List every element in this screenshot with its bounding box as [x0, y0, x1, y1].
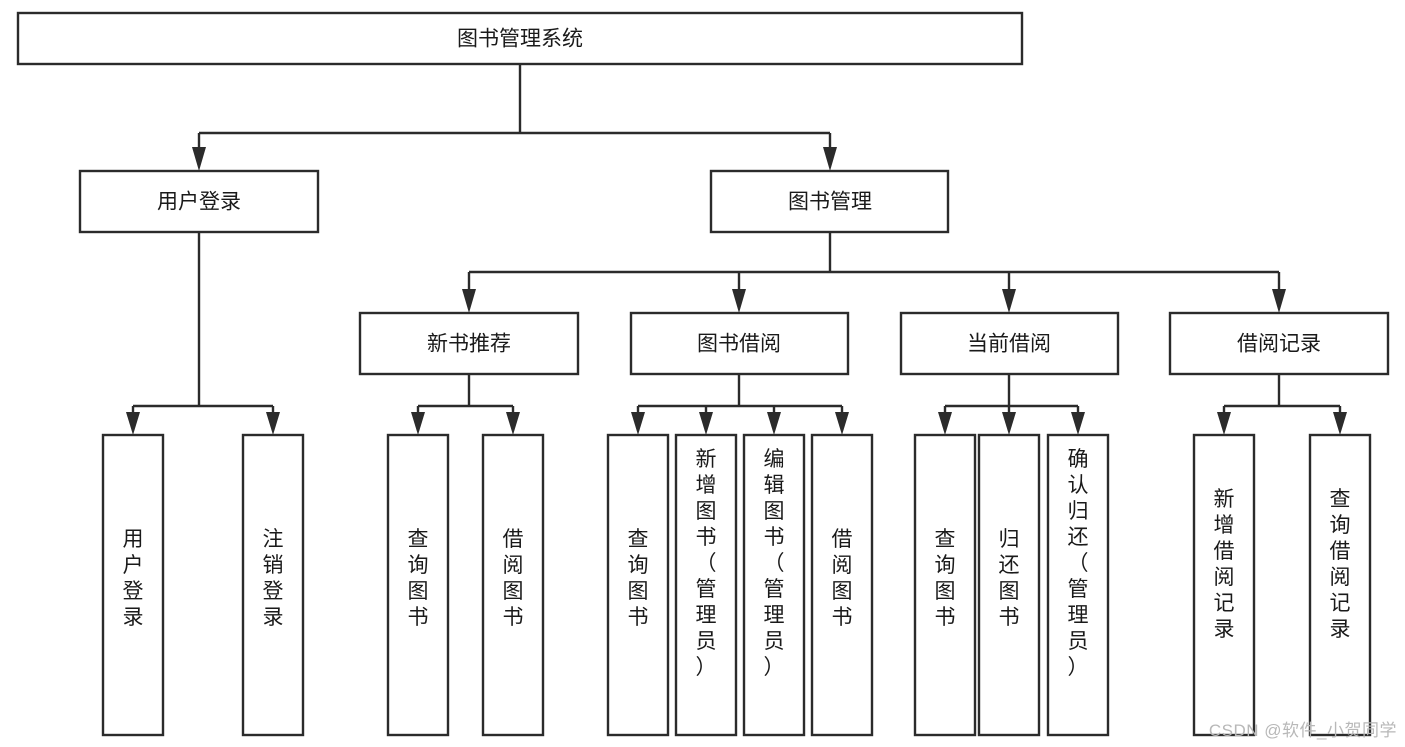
node-leaf-borrow-book-2-label: 借阅图书: [832, 528, 853, 629]
node-book-mgmt-box[interactable]: [709, 169, 950, 234]
node-leaf-logout-login-label: 注销登录: [263, 528, 284, 629]
arrow-head-leaf-logout-login: [266, 412, 280, 435]
node-borrow-record-label: 借阅记录: [1237, 333, 1321, 356]
node-leaf-query-book-1-box[interactable]: [386, 433, 450, 737]
node-leaf-user-login[interactable]: 用户登录: [101, 433, 165, 737]
node-leaf-user-login-label: 用户登录: [123, 528, 144, 629]
arrow-head-borrow-record: [1272, 289, 1286, 313]
node-book-borrow[interactable]: 图书借阅: [629, 311, 850, 376]
arrow-head-leaf-add-record: [1217, 412, 1231, 435]
node-leaf-confirm-return-box[interactable]: [1046, 433, 1110, 737]
node-leaf-add-book-box[interactable]: [674, 433, 738, 737]
arrow-head-leaf-add-book: [699, 412, 713, 435]
node-leaf-query-book-3[interactable]: 查询图书: [913, 433, 977, 737]
node-new-book-rec-label: 新书推荐: [427, 333, 511, 356]
node-leaf-return-book[interactable]: 归还图书: [977, 433, 1041, 737]
node-book-mgmt-label: 图书管理: [788, 191, 872, 214]
node-book-borrow-box[interactable]: [629, 311, 850, 376]
node-leaf-confirm-return[interactable]: 确认归还（管理员）: [1046, 433, 1110, 737]
arrow-head-leaf-user-login: [126, 412, 140, 435]
arrow-head-current-borrow: [1002, 289, 1016, 313]
node-leaf-add-record-box[interactable]: [1192, 433, 1256, 737]
node-leaf-return-book-label: 归还图书: [999, 528, 1020, 629]
nodes-layer: 图书管理系统 用户登录 图书管理 新书推荐 图书借阅 当前: [16, 11, 1390, 737]
node-leaf-query-record-label: 查询借阅记录: [1330, 488, 1351, 641]
node-leaf-user-login-box[interactable]: [101, 433, 165, 737]
node-new-book-rec-box[interactable]: [358, 311, 580, 376]
node-leaf-query-book-2-label: 查询图书: [628, 528, 649, 629]
node-leaf-add-book-label: 新增图书（管理员）: [696, 448, 717, 679]
node-current-borrow-box[interactable]: [899, 311, 1120, 376]
node-leaf-logout-login[interactable]: 注销登录: [241, 433, 305, 737]
node-leaf-edit-book[interactable]: 编辑图书（管理员）: [742, 433, 806, 737]
node-book-borrow-label: 图书借阅: [697, 333, 781, 356]
node-leaf-borrow-book-2[interactable]: 借阅图书: [810, 433, 874, 737]
arrow-head-leaf-query-book-2: [631, 412, 645, 435]
arrow-head-book-borrow: [732, 289, 746, 313]
node-root[interactable]: 图书管理系统: [16, 11, 1024, 66]
node-leaf-query-book-3-label: 查询图书: [935, 528, 956, 629]
node-leaf-query-book-1[interactable]: 查询图书: [386, 433, 450, 737]
arrow-head-leaf-borrow-book-2: [835, 412, 849, 435]
node-borrow-record[interactable]: 借阅记录: [1168, 311, 1390, 376]
node-leaf-borrow-book-1-box[interactable]: [481, 433, 545, 737]
node-root-box[interactable]: [16, 11, 1024, 66]
node-leaf-add-record[interactable]: 新增借阅记录: [1192, 433, 1256, 737]
node-leaf-borrow-book-1-label: 借阅图书: [503, 528, 524, 629]
node-leaf-query-book-1-label: 查询图书: [408, 528, 429, 629]
arrow-head-book-mgmt: [823, 147, 837, 171]
arrow-head-new-book-rec: [462, 289, 476, 313]
node-user-login[interactable]: 用户登录: [78, 169, 320, 234]
arrow-head-leaf-query-book-3: [938, 412, 952, 435]
node-leaf-borrow-book-2-box[interactable]: [810, 433, 874, 737]
node-user-login-box[interactable]: [78, 169, 320, 234]
node-leaf-query-record-box[interactable]: [1308, 433, 1372, 737]
node-borrow-record-box[interactable]: [1168, 311, 1390, 376]
node-leaf-query-book-2[interactable]: 查询图书: [606, 433, 670, 737]
arrow-head-leaf-return-book: [1002, 412, 1016, 435]
arrow-head-user-login: [192, 147, 206, 171]
node-leaf-logout-login-box[interactable]: [241, 433, 305, 737]
node-leaf-query-book-3-box[interactable]: [913, 433, 977, 737]
node-new-book-rec[interactable]: 新书推荐: [358, 311, 580, 376]
node-leaf-add-record-label: 新增借阅记录: [1214, 488, 1235, 641]
edges-layer: [126, 64, 1347, 435]
node-current-borrow-label: 当前借阅: [967, 333, 1051, 356]
arrow-head-leaf-confirm-return: [1071, 412, 1085, 435]
arrow-head-leaf-edit-book: [767, 412, 781, 435]
node-current-borrow[interactable]: 当前借阅: [899, 311, 1120, 376]
node-user-login-label: 用户登录: [157, 191, 241, 214]
arrow-head-leaf-borrow-book-1: [506, 412, 520, 435]
node-leaf-edit-book-label: 编辑图书（管理员）: [764, 448, 785, 679]
node-leaf-confirm-return-label: 确认归还（管理员）: [1068, 448, 1089, 679]
node-leaf-query-record[interactable]: 查询借阅记录: [1308, 433, 1372, 737]
node-leaf-borrow-book-1[interactable]: 借阅图书: [481, 433, 545, 737]
node-leaf-add-book[interactable]: 新增图书（管理员）: [674, 433, 738, 737]
node-book-mgmt[interactable]: 图书管理: [709, 169, 950, 234]
node-leaf-query-book-2-box[interactable]: [606, 433, 670, 737]
arrow-head-leaf-query-book-1: [411, 412, 425, 435]
arrow-head-leaf-query-record: [1333, 412, 1347, 435]
node-leaf-edit-book-box[interactable]: [742, 433, 806, 737]
node-root-label: 图书管理系统: [457, 28, 583, 51]
node-leaf-return-book-box[interactable]: [977, 433, 1041, 737]
